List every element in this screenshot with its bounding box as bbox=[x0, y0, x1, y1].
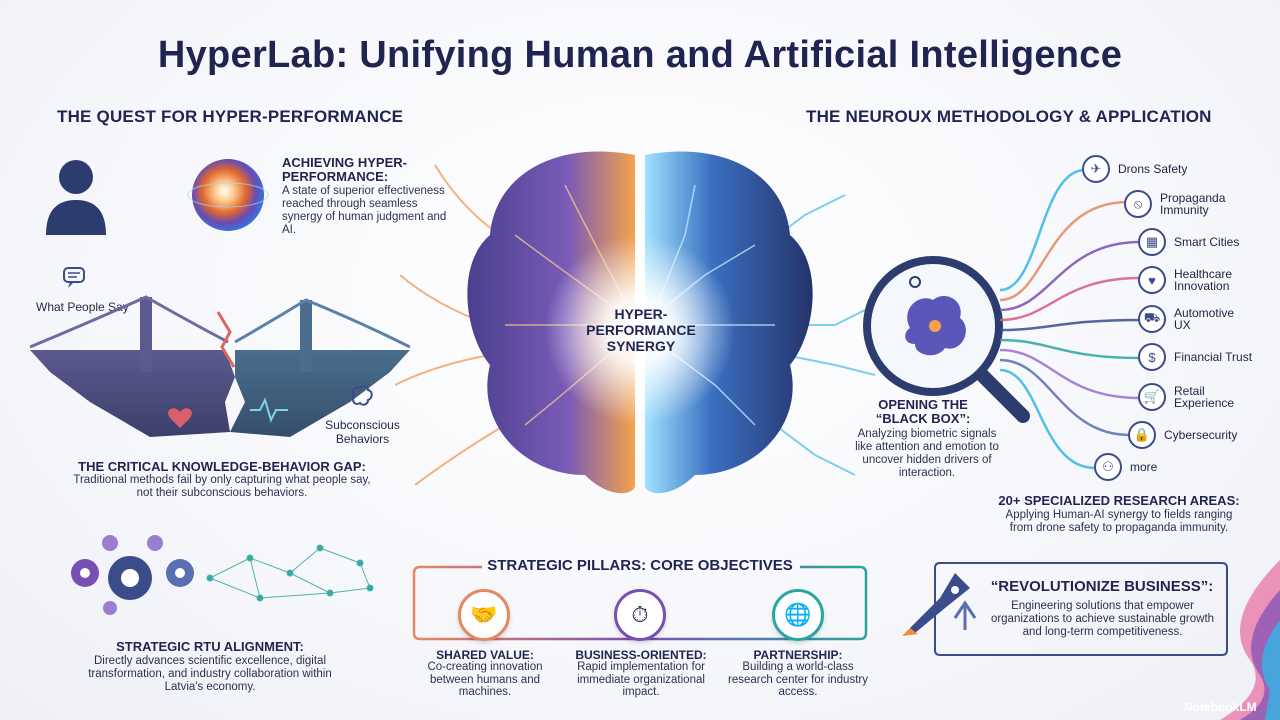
research-area-label: Propaganda Immunity bbox=[1160, 191, 1226, 217]
globe-handshake-icon: 🌐 bbox=[772, 589, 824, 641]
research-area-label: Cybersecurity bbox=[1164, 428, 1238, 442]
research-area-item: 🛒 Retail Experience bbox=[1138, 383, 1254, 411]
research-area-label: Healthcare Innovation bbox=[1174, 267, 1233, 293]
watermark: NotebookLM bbox=[1184, 700, 1257, 714]
page-title: HyperLab: Unifying Human and Artificial … bbox=[157, 34, 1123, 76]
pillar-business-body: Rapid implementation for immediate organ… bbox=[577, 661, 705, 698]
decorative-waves bbox=[1220, 560, 1280, 720]
research-header: 20+ SPECIALIZED RESEARCH AREAS: bbox=[998, 493, 1240, 508]
network-icon: ⚇ bbox=[1094, 453, 1122, 481]
rtu-body: Directly advances scientific excellence,… bbox=[88, 655, 332, 693]
brain-center-label: HYPER-PERFORMANCE SYNERGY bbox=[586, 306, 696, 354]
rocket-icon bbox=[902, 573, 977, 636]
research-area-label: Drons Safety bbox=[1118, 162, 1188, 176]
pillar-partnership-header: PARTNERSHIP: bbox=[753, 648, 843, 662]
revolution-header: “REVOLUTIONIZE BUSINESS”: bbox=[990, 578, 1214, 595]
research-area-label: Retail Experience bbox=[1174, 384, 1235, 410]
research-connector-lines bbox=[1000, 168, 1140, 470]
revolution-body: Engineering solutions that empower organ… bbox=[990, 600, 1215, 638]
pillar-shared-value-header: SHARED VALUE: bbox=[436, 648, 534, 662]
left-section-heading: THE QUEST FOR HYPER-PERFORMANCE bbox=[57, 107, 404, 126]
no-propaganda-icon: ⦸ bbox=[1124, 190, 1152, 218]
pillar-partnership-body: Building a world-class research center f… bbox=[728, 661, 868, 698]
cart-icon: 🛒 bbox=[1138, 383, 1166, 411]
gap-body: Traditional methods fail by only capturi… bbox=[73, 474, 371, 499]
black-box-header: OPENING THE “BLACK BOX”: bbox=[875, 397, 971, 426]
rtu-header: STRATEGIC RTU ALIGNMENT: bbox=[116, 639, 304, 654]
city-icon: ▦ bbox=[1138, 228, 1166, 256]
pillar-shared-value-body: Co-creating innovation between humans an… bbox=[427, 661, 543, 698]
what-people-say-label: What People Say bbox=[36, 300, 129, 314]
pillars-heading: STRATEGIC PILLARS: CORE OBJECTIVES bbox=[487, 557, 793, 574]
hyper-performance-body: A state of superior effectiveness reache… bbox=[282, 185, 447, 236]
heart-pulse-icon: ♥ bbox=[1138, 266, 1166, 294]
subconscious-behaviors-label: Subconscious Behaviors bbox=[325, 418, 400, 446]
research-area-item: ♥ Healthcare Innovation bbox=[1138, 266, 1254, 294]
revolution-frame bbox=[934, 562, 1228, 656]
gap-header: THE CRITICAL KNOWLEDGE-BEHAVIOR GAP: bbox=[78, 459, 366, 474]
research-area-label: more bbox=[1130, 460, 1158, 474]
research-area-item: ⚇ more bbox=[1094, 453, 1157, 481]
hyper-performance-header: ACHIEVING HYPER-PERFORMANCE: bbox=[282, 155, 407, 184]
research-area-label: Smart Cities bbox=[1174, 235, 1240, 249]
research-area-item: 🔒 Cybersecurity bbox=[1128, 421, 1237, 449]
central-brain-illustration bbox=[395, 151, 876, 494]
broken-bridge-illustration bbox=[30, 295, 410, 437]
speech-bubble-icon bbox=[63, 267, 85, 288]
research-area-label: Automotive UX bbox=[1174, 306, 1235, 332]
pillar-business-header: BUSINESS-ORIENTED: bbox=[575, 648, 707, 662]
glowing-orb-icon bbox=[187, 159, 269, 231]
drone-icon: ✈ bbox=[1082, 155, 1110, 183]
lock-icon: 🔒 bbox=[1128, 421, 1156, 449]
stopwatch-icon: ⏱ bbox=[614, 589, 666, 641]
handshake-icon: 🤝 bbox=[458, 589, 510, 641]
black-box-body: Analyzing biometric signals like attenti… bbox=[855, 428, 999, 479]
research-area-item: ⛟ Automotive UX bbox=[1138, 305, 1254, 333]
research-area-item: ✈ Drons Safety bbox=[1082, 155, 1187, 183]
magnifier-brain-icon bbox=[863, 256, 1030, 423]
right-section-heading: THE NEUROUX METHODOLOGY & APPLICATION bbox=[806, 107, 1212, 126]
gears-network-illustration bbox=[71, 535, 374, 615]
money-icon: $ bbox=[1138, 343, 1166, 371]
brain-small-icon bbox=[351, 385, 373, 406]
car-icon: ⛟ bbox=[1138, 305, 1166, 333]
person-icon bbox=[46, 160, 106, 235]
research-area-label: Financial Trust bbox=[1174, 350, 1253, 364]
research-body: Applying Human-AI synergy to fields rang… bbox=[1005, 509, 1233, 534]
research-area-item: ▦ Smart Cities bbox=[1138, 228, 1239, 256]
research-area-item: ⦸ Propaganda Immunity bbox=[1124, 190, 1240, 218]
research-area-item: $ Financial Trust bbox=[1138, 343, 1252, 371]
